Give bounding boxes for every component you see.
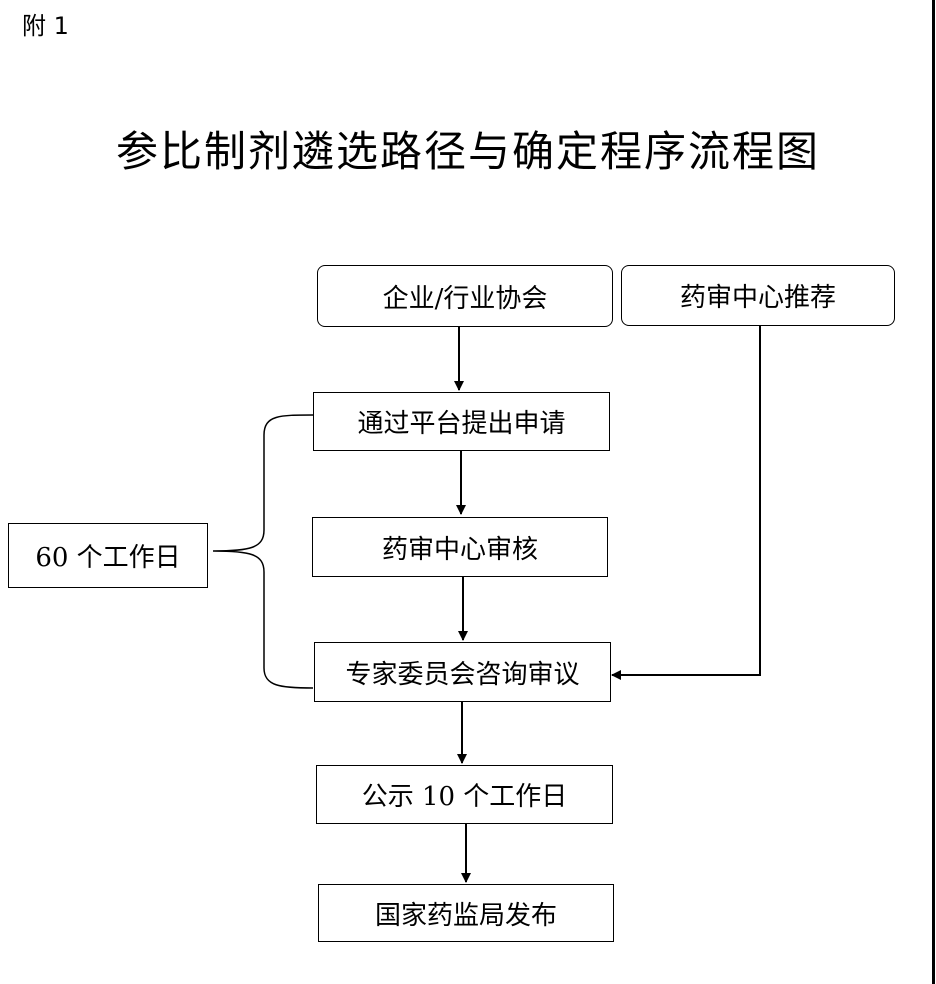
page-title: 参比制剂遴选路径与确定程序流程图 xyxy=(115,127,820,176)
node-review: 药审中心审核 xyxy=(312,517,608,577)
annex-label: 附 1 xyxy=(22,12,69,40)
node-enterprise: 企业/行业协会 xyxy=(317,265,613,327)
node-expert: 专家委员会咨询审议 xyxy=(314,642,611,702)
arrow-center-to-expert xyxy=(611,326,761,680)
right-border-line xyxy=(932,0,935,984)
node-apply: 通过平台提出申请 xyxy=(313,392,610,451)
brace-60-days xyxy=(212,414,314,689)
node-center-recommend: 药审中心推荐 xyxy=(621,265,895,326)
node-publicity: 公示 10 个工作日 xyxy=(316,765,613,824)
node-duration: 60 个工作日 xyxy=(8,523,208,588)
node-publish: 国家药监局发布 xyxy=(318,884,614,942)
